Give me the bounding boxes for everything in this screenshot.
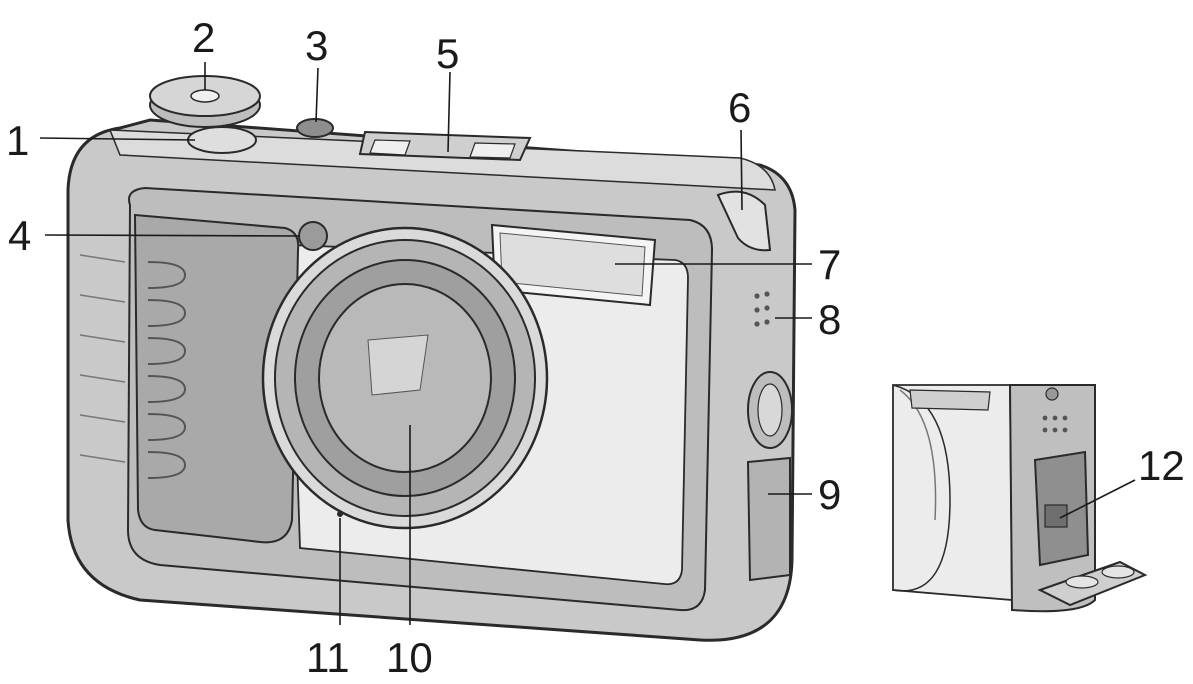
callout-2: 2 [192, 14, 215, 61]
leader-6 [740, 129, 743, 211]
terminal-cover [746, 456, 791, 582]
leader-lines [39, 62, 1136, 625]
callout-labels: 1 2 3 4 5 6 7 8 9 10 11 12 [6, 14, 1185, 681]
leader-4 [44, 234, 301, 237]
callout-8: 8 [818, 296, 841, 343]
callout-10: 10 [386, 634, 433, 681]
callout-4: 4 [8, 212, 31, 259]
microphone [337, 511, 343, 517]
camera-front-illustration [66, 75, 797, 642]
callout-7: 7 [818, 241, 841, 288]
shutter-button [187, 126, 257, 154]
callout-1: 1 [6, 117, 29, 164]
speaker [754, 291, 770, 327]
strap-eyelet [716, 190, 772, 252]
callout-6: 6 [728, 84, 751, 131]
lens [261, 226, 549, 530]
power-button [296, 118, 334, 138]
leader-12 [1059, 479, 1136, 519]
callout-3: 3 [305, 22, 328, 69]
inset-cover-open-illustration [892, 384, 1148, 620]
leader-3 [315, 67, 319, 123]
af-auxiliary-light [298, 221, 328, 251]
callout-12: 12 [1138, 442, 1185, 489]
callout-11: 11 [306, 634, 350, 681]
leader-5 [447, 71, 451, 153]
hand-grip [133, 213, 300, 544]
callout-5: 5 [436, 30, 459, 77]
callout-9: 9 [818, 471, 841, 518]
leader-1 [39, 137, 196, 141]
